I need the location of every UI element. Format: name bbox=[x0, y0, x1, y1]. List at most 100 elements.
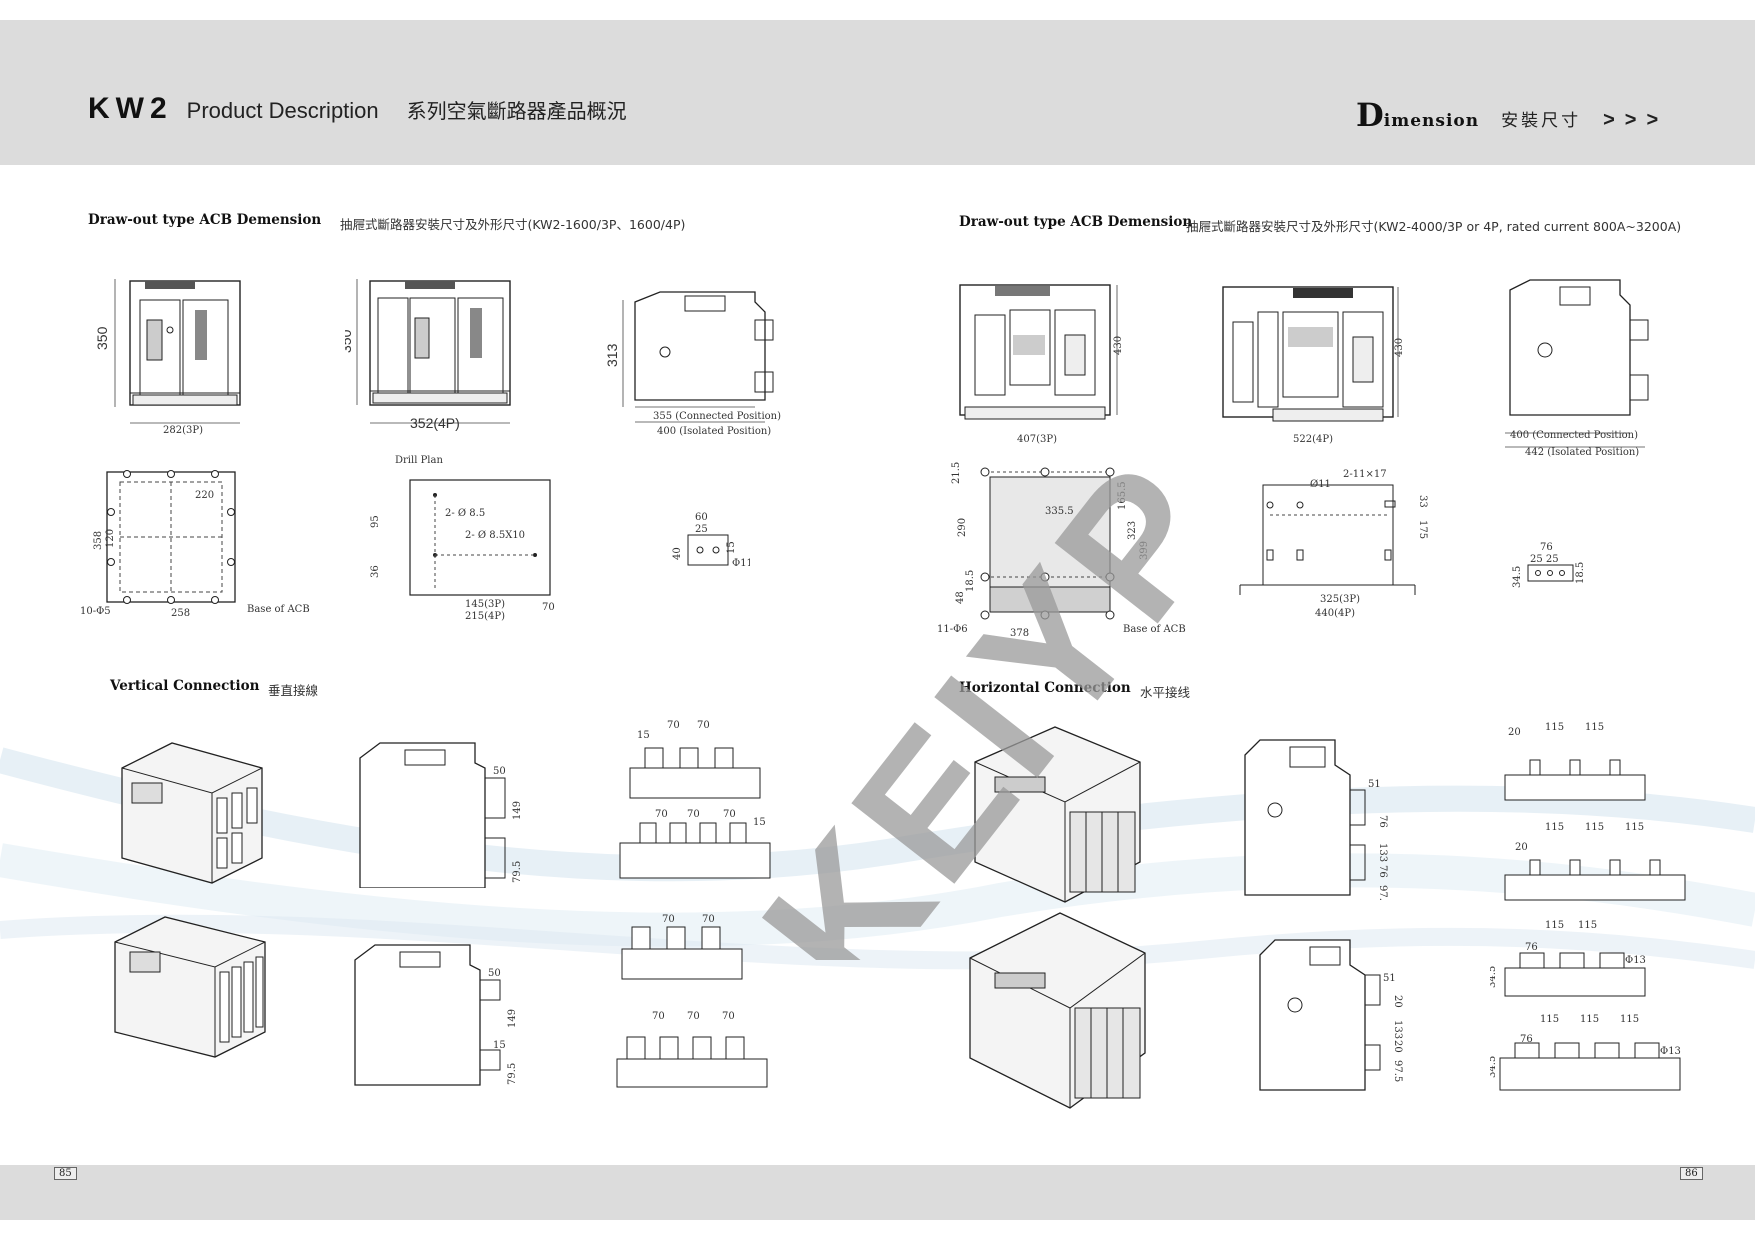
dim-175: 175 bbox=[1417, 520, 1428, 539]
dim-115-b: 115 bbox=[1585, 722, 1604, 733]
side-view-vertical-4p: 50 149 15 79.5 bbox=[350, 940, 560, 1090]
header-right: D imension 安裝尺寸 >>> bbox=[1356, 96, 1668, 134]
dim-76-c: 76 bbox=[1377, 865, 1388, 878]
front-view-4p-large-drawing: 430 522(4P) bbox=[1218, 282, 1413, 452]
terminal-detail-large-drawing: 76 25 25 34.5 18.5 bbox=[1508, 540, 1588, 595]
dim-115-a: 115 bbox=[1545, 722, 1564, 733]
dim-149: 149 bbox=[512, 801, 523, 820]
dim-18-5: 18.5 bbox=[965, 570, 976, 592]
dim-358: 358 bbox=[93, 531, 104, 550]
section-subtitle-drawout-left: 抽屜式斷路器安裝尺寸及外形尺寸(KW2-1600/3P、1600/4P) bbox=[340, 217, 686, 232]
header-band bbox=[0, 20, 1755, 165]
base-of-acb-label-right: Base of ACB bbox=[1123, 624, 1186, 635]
dim-70-e: 70 bbox=[723, 809, 736, 820]
terminal-vertical-3p: 15 70 70 70 70 70 15 bbox=[615, 718, 775, 888]
dim-width-282: 282(3P) bbox=[163, 425, 203, 436]
dim-70-j: 70 bbox=[722, 1011, 735, 1022]
dim-76-e: 76 bbox=[1520, 1034, 1533, 1045]
dim-115-i: 115 bbox=[1580, 1014, 1599, 1025]
section-title-horizontal: Horizontal Connection bbox=[959, 680, 1131, 696]
dim-2x11x17: 2-11×17 bbox=[1343, 469, 1387, 480]
dim-70-i: 70 bbox=[687, 1011, 700, 1022]
dim-149-b: 149 bbox=[507, 1009, 518, 1028]
dim-399: 399 bbox=[1139, 541, 1150, 560]
dim-25: 25 bbox=[695, 524, 708, 535]
terminal-detail-drawing: 60 25 40 15 Φ11 bbox=[670, 510, 750, 575]
dim-258: 258 bbox=[171, 608, 190, 619]
iso-view-horizontal-4p bbox=[960, 908, 1150, 1113]
front-view-4p-drawing: 350 352(4P) bbox=[345, 273, 520, 440]
dim-70-d: 70 bbox=[687, 809, 700, 820]
dim-51-b: 51 bbox=[1383, 973, 1396, 984]
dim-378: 378 bbox=[1010, 628, 1029, 639]
dim-95: 95 bbox=[370, 515, 381, 528]
dim-15: 15 bbox=[726, 541, 737, 554]
product-title-cn: 系列空氣斷路器產品概況 bbox=[406, 99, 627, 123]
dim-165-5: 165.5 bbox=[1117, 481, 1128, 510]
dim-70-h: 70 bbox=[652, 1011, 665, 1022]
dim-21-5: 21.5 bbox=[951, 462, 962, 484]
section-title-drawout-right: Draw-out type ACB Demension bbox=[959, 214, 1193, 230]
dim-115-c: 115 bbox=[1545, 822, 1564, 833]
dim-15-a: 15 bbox=[637, 730, 650, 741]
dim-70-f: 70 bbox=[662, 914, 675, 925]
dim-133-b: 133 bbox=[1392, 1020, 1403, 1039]
side-view-large-drawing: 400 (Connected Position) 442 (Isolated P… bbox=[1500, 275, 1665, 460]
dim-48: 48 bbox=[955, 591, 966, 604]
front-view-3p-large-drawing: 430 407(3P) bbox=[955, 280, 1130, 450]
dim-70-b: 70 bbox=[697, 720, 710, 731]
dim-70-c: 70 bbox=[655, 809, 668, 820]
phi-13-b: Φ13 bbox=[1660, 1046, 1681, 1057]
dim-79-5-b: 79.5 bbox=[507, 1063, 518, 1085]
dim-isolated-400: 400 (Isolated Position) bbox=[657, 426, 771, 437]
dim-325: 325(3P) bbox=[1320, 594, 1360, 605]
base-plan-drawing: 220 358 120 258 10-Φ5 Base of ACB bbox=[75, 462, 325, 622]
header-left: KW2 Product Description 系列空氣斷路器產品概況 bbox=[88, 92, 627, 126]
terminal-horizontal-3p: 20 115 115 20 115 115 115 bbox=[1500, 720, 1690, 905]
dim-34-5: 34.5 bbox=[1512, 566, 1523, 588]
dim-width-407: 407(3P) bbox=[1017, 434, 1057, 445]
dimension-title: imension bbox=[1383, 111, 1480, 131]
dim-height-430-4p: 430 bbox=[1394, 338, 1405, 357]
dim-width-522: 522(4P) bbox=[1293, 434, 1333, 445]
dim-25-25: 25 25 bbox=[1530, 554, 1559, 565]
dim-76-b: 76 bbox=[1377, 815, 1388, 828]
drill-plan-label: Drill Plan bbox=[395, 455, 443, 466]
phi-11: Φ11 bbox=[732, 558, 750, 569]
dim-isolated-442: 442 (Isolated Position) bbox=[1525, 447, 1639, 458]
dim-120: 120 bbox=[105, 529, 116, 548]
dim-76-d: 76 bbox=[1525, 942, 1538, 953]
dim-height-313: 313 bbox=[605, 343, 620, 367]
dim-79-5: 79.5 bbox=[512, 861, 523, 883]
iso-view-vertical-3p bbox=[112, 738, 272, 888]
product-title: Product Description bbox=[186, 98, 379, 123]
dim-440: 440(4P) bbox=[1315, 608, 1355, 619]
side-view-horizontal-3p: 51 76 133 76 97.5 bbox=[1240, 735, 1400, 900]
dim-220: 220 bbox=[195, 490, 214, 501]
dimension-initial: D bbox=[1356, 96, 1384, 134]
dim-connected-355: 355 (Connected Position) bbox=[653, 411, 781, 422]
dim-115-e: 115 bbox=[1625, 822, 1644, 833]
dim-40: 40 bbox=[672, 547, 683, 560]
drill-plan-drawing: Drill Plan 2- Ø 8.5 2- Ø 8.5X10 95 36 14… bbox=[370, 450, 590, 630]
dim-20-a: 20 bbox=[1508, 727, 1521, 738]
dim-70-a: 70 bbox=[667, 720, 680, 731]
section-subtitle-horizontal: 水平接线 bbox=[1140, 685, 1191, 700]
side-view-vertical-3p: 50 149 79.5 bbox=[355, 738, 540, 888]
dim-18-5-b: 18.5 bbox=[1575, 562, 1586, 584]
dim-10-phi5: 10-Φ5 bbox=[80, 606, 111, 617]
dim-36: 36 bbox=[370, 565, 381, 578]
hole-8-5x10: 2- Ø 8.5X10 bbox=[465, 530, 525, 541]
phi-11-label: Ø11 bbox=[1310, 479, 1331, 490]
dim-97-5-b: 97.5 bbox=[1392, 1060, 1403, 1082]
dim-20-b: 20 bbox=[1515, 842, 1528, 853]
dim-215: 215(4P) bbox=[465, 611, 505, 622]
brand-logo: KW2 bbox=[88, 92, 173, 125]
dim-height-350-4p: 350 bbox=[345, 329, 354, 353]
dim-51: 51 bbox=[1368, 779, 1381, 790]
side-view-drawing: 313 355 (Connected Position) 400 (Isolat… bbox=[605, 282, 785, 447]
base-of-acb-label: Base of ACB bbox=[247, 604, 310, 615]
dim-34-5-b: 34.5 bbox=[1490, 966, 1498, 988]
dim-115-g: 115 bbox=[1578, 920, 1597, 931]
dim-70: 70 bbox=[542, 602, 555, 613]
